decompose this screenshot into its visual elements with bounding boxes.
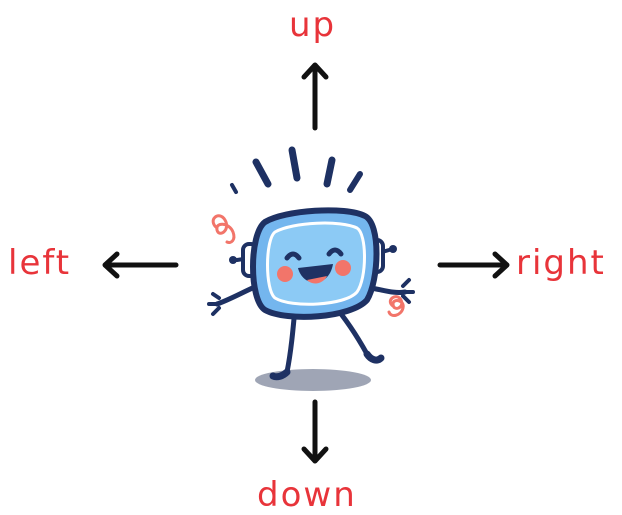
left-foot: [269, 368, 291, 381]
arrow-down-icon: [301, 399, 329, 464]
label-right: right: [516, 243, 606, 283]
squiggle-right: [387, 295, 405, 317]
arrow-up-icon: [301, 62, 329, 131]
label-up: up: [289, 5, 337, 45]
robot-character-icon: [207, 146, 415, 391]
excitement-rays: [230, 146, 363, 194]
ground-shadow: [255, 369, 371, 391]
right-cheek: [335, 260, 351, 276]
label-down: down: [257, 475, 357, 515]
left-cheek: [277, 266, 293, 282]
left-hand: [207, 292, 221, 316]
left-arm: [214, 283, 260, 307]
arrow-left-icon: [102, 251, 179, 279]
right-eye: [326, 247, 344, 257]
left-eye: [284, 251, 302, 261]
right-hand: [401, 278, 415, 304]
squiggle-left: [211, 214, 236, 244]
right-arm: [368, 285, 408, 295]
label-left: left: [8, 243, 72, 283]
right-foot: [363, 350, 385, 364]
character-screen: [266, 221, 366, 306]
arrow-right-icon: [437, 251, 510, 279]
